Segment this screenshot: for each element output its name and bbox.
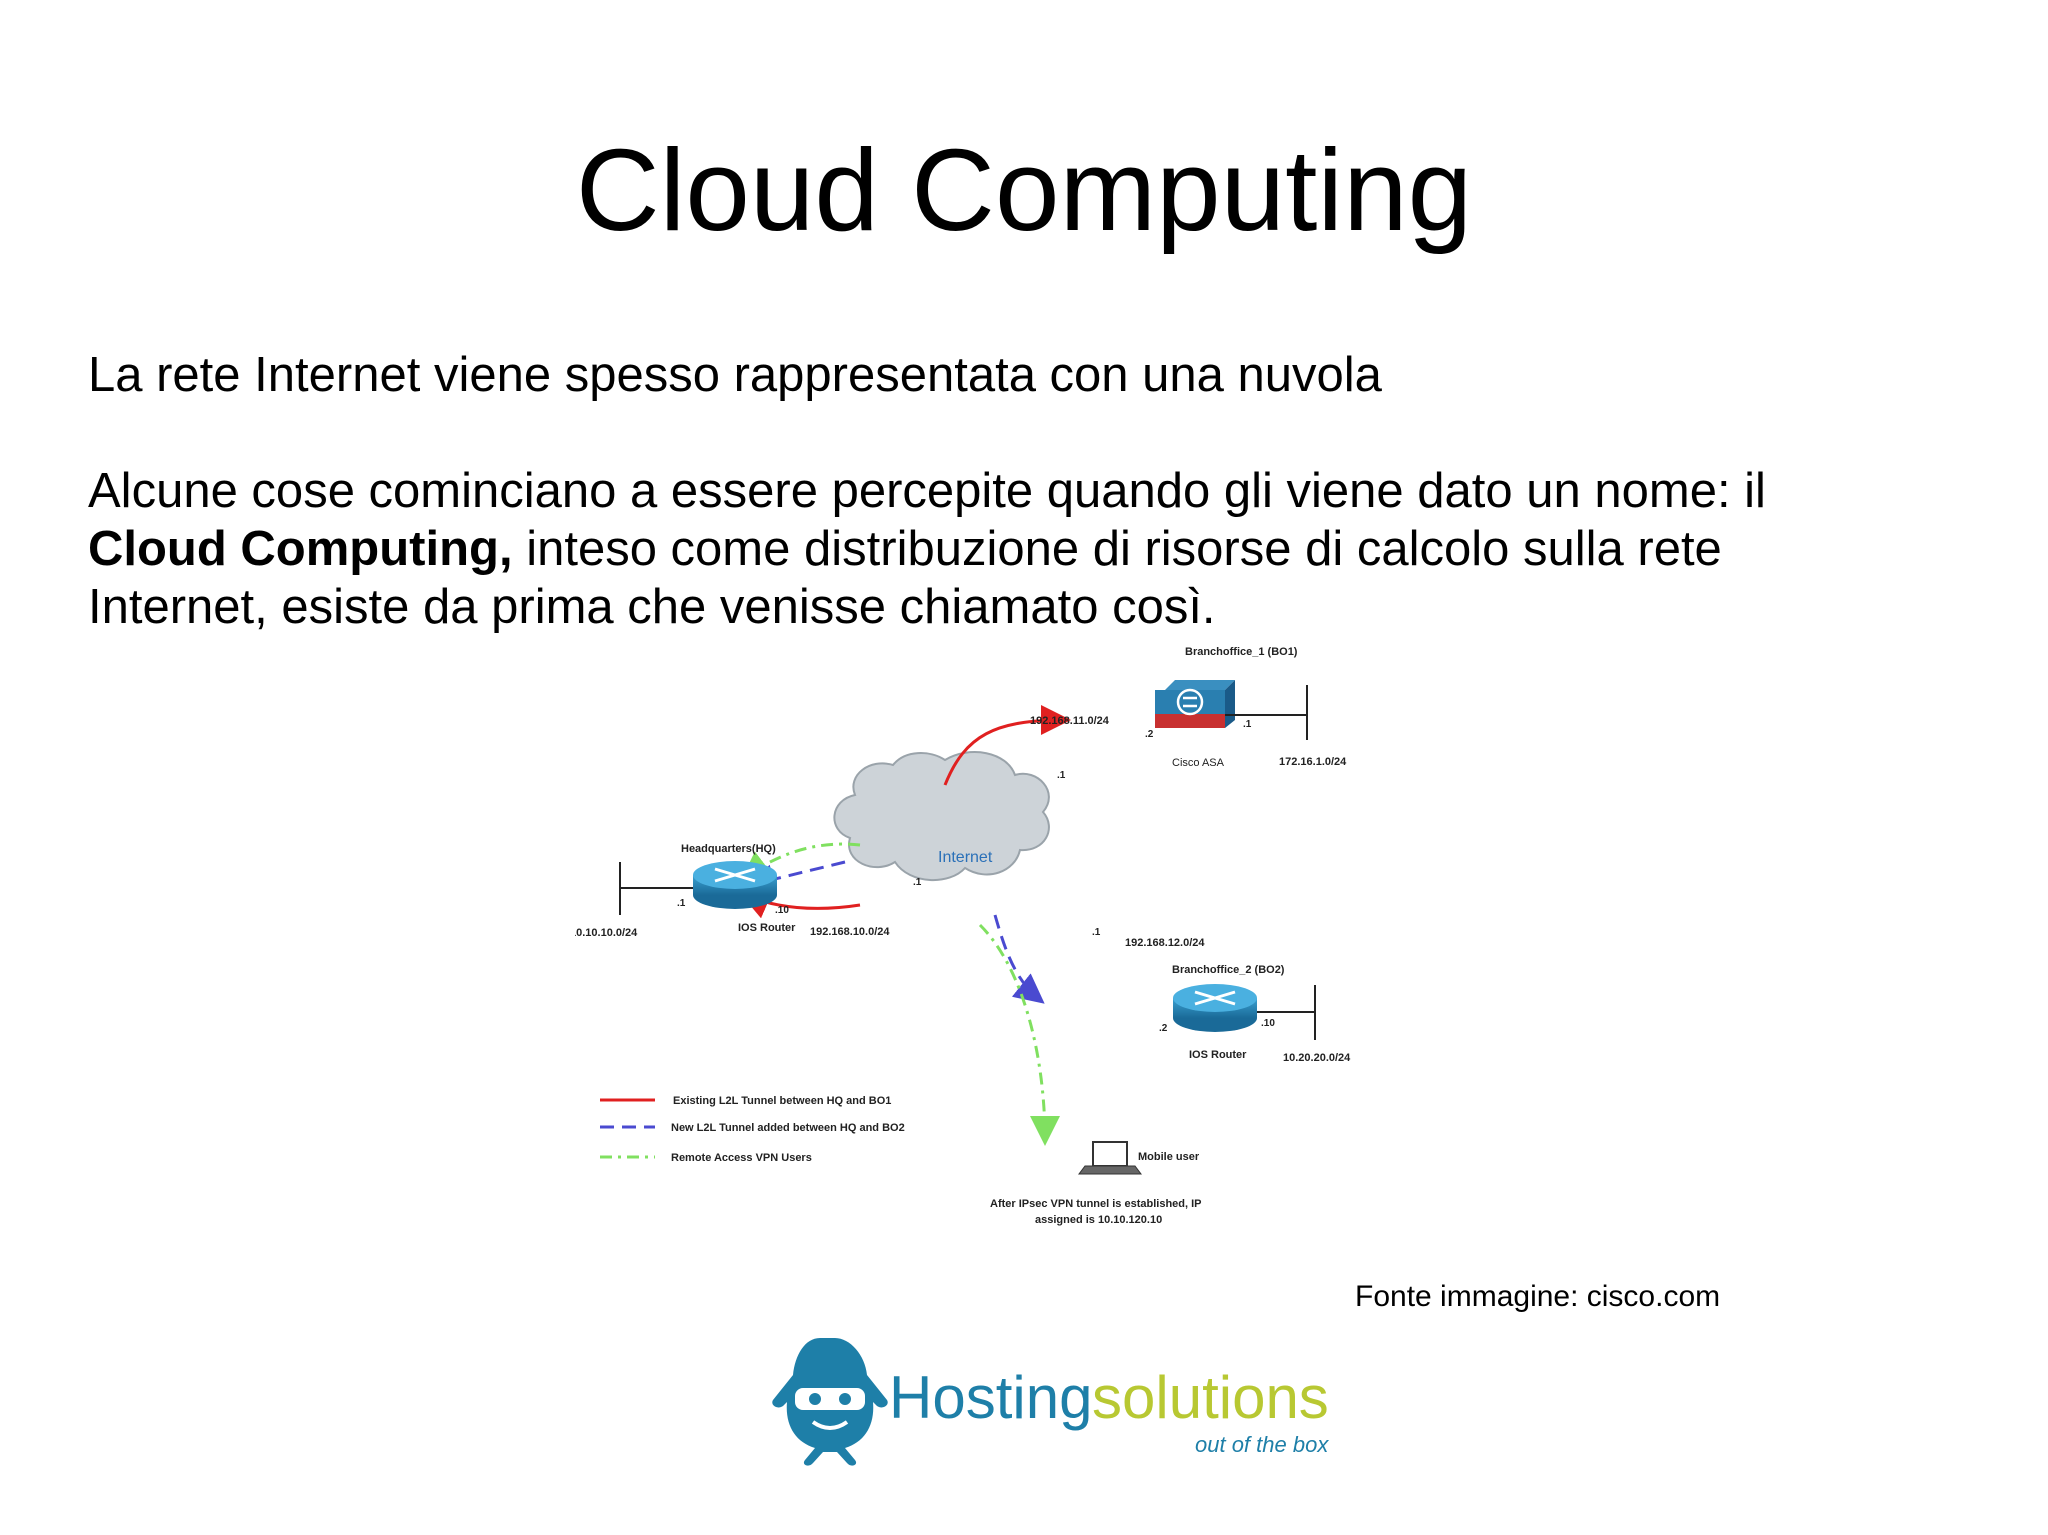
tunnel-new-hq-bo2-a — [744, 860, 846, 894]
internet-if-bo1: .1 — [1057, 770, 1066, 781]
paragraph-line-1: Alcune cose cominciano a essere percepit… — [88, 464, 1766, 518]
hq-router-icon — [693, 861, 777, 909]
internet-label: Internet — [938, 849, 993, 866]
bo2-if-inside: .10 — [1261, 1018, 1275, 1029]
bo1-link-net: 192.168.11.0/24 — [1030, 715, 1110, 727]
bo2-title: Branchoffice_2 (BO2) — [1172, 964, 1285, 976]
hq-title: Headquarters(HQ) — [681, 843, 776, 855]
legend-label-new: New L2L Tunnel added between HQ and BO2 — [671, 1122, 905, 1134]
mascot-icon — [772, 1338, 888, 1466]
mobile-note-line1: After IPsec VPN tunnel is established, I… — [990, 1198, 1202, 1210]
tunnel-existing-hq-bo1 — [943, 705, 1071, 786]
paragraph-cloud-computing: Alcune cose cominciano a essere percepit… — [88, 462, 1988, 636]
hq-if-outside: .10 — [775, 905, 789, 916]
image-source-caption: Fonte immagine: cisco.com — [1355, 1280, 1721, 1313]
paragraph-line-3: Internet, esiste da prima che venisse ch… — [88, 580, 1216, 634]
bo2-link-net: 192.168.12.0/24 — [1125, 937, 1205, 949]
mobile-note-line2: assigned is 10.10.120.10 — [1035, 1214, 1162, 1226]
slide-title: Cloud Computing — [575, 125, 1473, 255]
bo2-if-outside: .2 — [1159, 1023, 1168, 1034]
legend-label-vpn: Remote Access VPN Users — [671, 1152, 812, 1164]
laptop-icon — [1078, 1141, 1142, 1175]
paragraph-line-2-rest: inteso come distribuzione di risorse di … — [512, 522, 1722, 576]
mobile-label: Mobile user — [1138, 1151, 1200, 1163]
bo1-device: Cisco ASA — [1172, 757, 1225, 769]
internet-if-hq: .1 — [913, 877, 922, 888]
cisco-asa-icon — [1155, 680, 1235, 728]
vpn-remote-mobile — [978, 923, 1060, 1146]
tunnel-new-hq-bo2-b — [993, 914, 1045, 1004]
hq-link-net: 192.168.10.0/24 — [810, 926, 890, 938]
hq-subnet: 10.10.10.0/24 — [575, 927, 638, 939]
bo2-subnet: 10.20.20.0/24 — [1283, 1052, 1351, 1064]
paragraph-line-2: Cloud Computing, inteso come distribuzio… — [88, 520, 1988, 578]
logo-word-hosting: Hosting — [889, 1364, 1092, 1431]
paragraph-internet-cloud: La rete Internet viene spesso rappresent… — [88, 348, 1382, 402]
logo-tagline: out of the box — [1195, 1432, 1329, 1457]
internet-cloud: Internet — [833, 751, 1050, 881]
legend: Existing L2L Tunnel between HQ and BO1 N… — [600, 1095, 905, 1164]
bo1-subnet: 172.16.1.0/24 — [1279, 756, 1347, 768]
internet-if-bo2: .1 — [1092, 927, 1101, 938]
bo2-device: IOS Router — [1189, 1049, 1247, 1061]
hq-if-inside: .1 — [677, 898, 686, 909]
hostingsolutions-logo: Hosting solutions out of the box — [772, 1338, 1329, 1466]
bo1-title: Branchoffice_1 (BO1) — [1185, 646, 1298, 658]
bo1-if-outside: .2 — [1145, 729, 1154, 740]
legend-label-existing: Existing L2L Tunnel between HQ and BO1 — [673, 1095, 891, 1107]
bo2-router-icon — [1173, 984, 1257, 1032]
network-diagram: Internet Branchoffice_1 (BO1) Cisco ASA … — [575, 646, 1351, 1226]
bo1-if-inside: .1 — [1243, 719, 1252, 730]
logo-word-solutions: solutions — [1092, 1364, 1329, 1431]
hq-device: IOS Router — [738, 922, 796, 934]
bold-term: Cloud Computing, — [88, 522, 513, 576]
